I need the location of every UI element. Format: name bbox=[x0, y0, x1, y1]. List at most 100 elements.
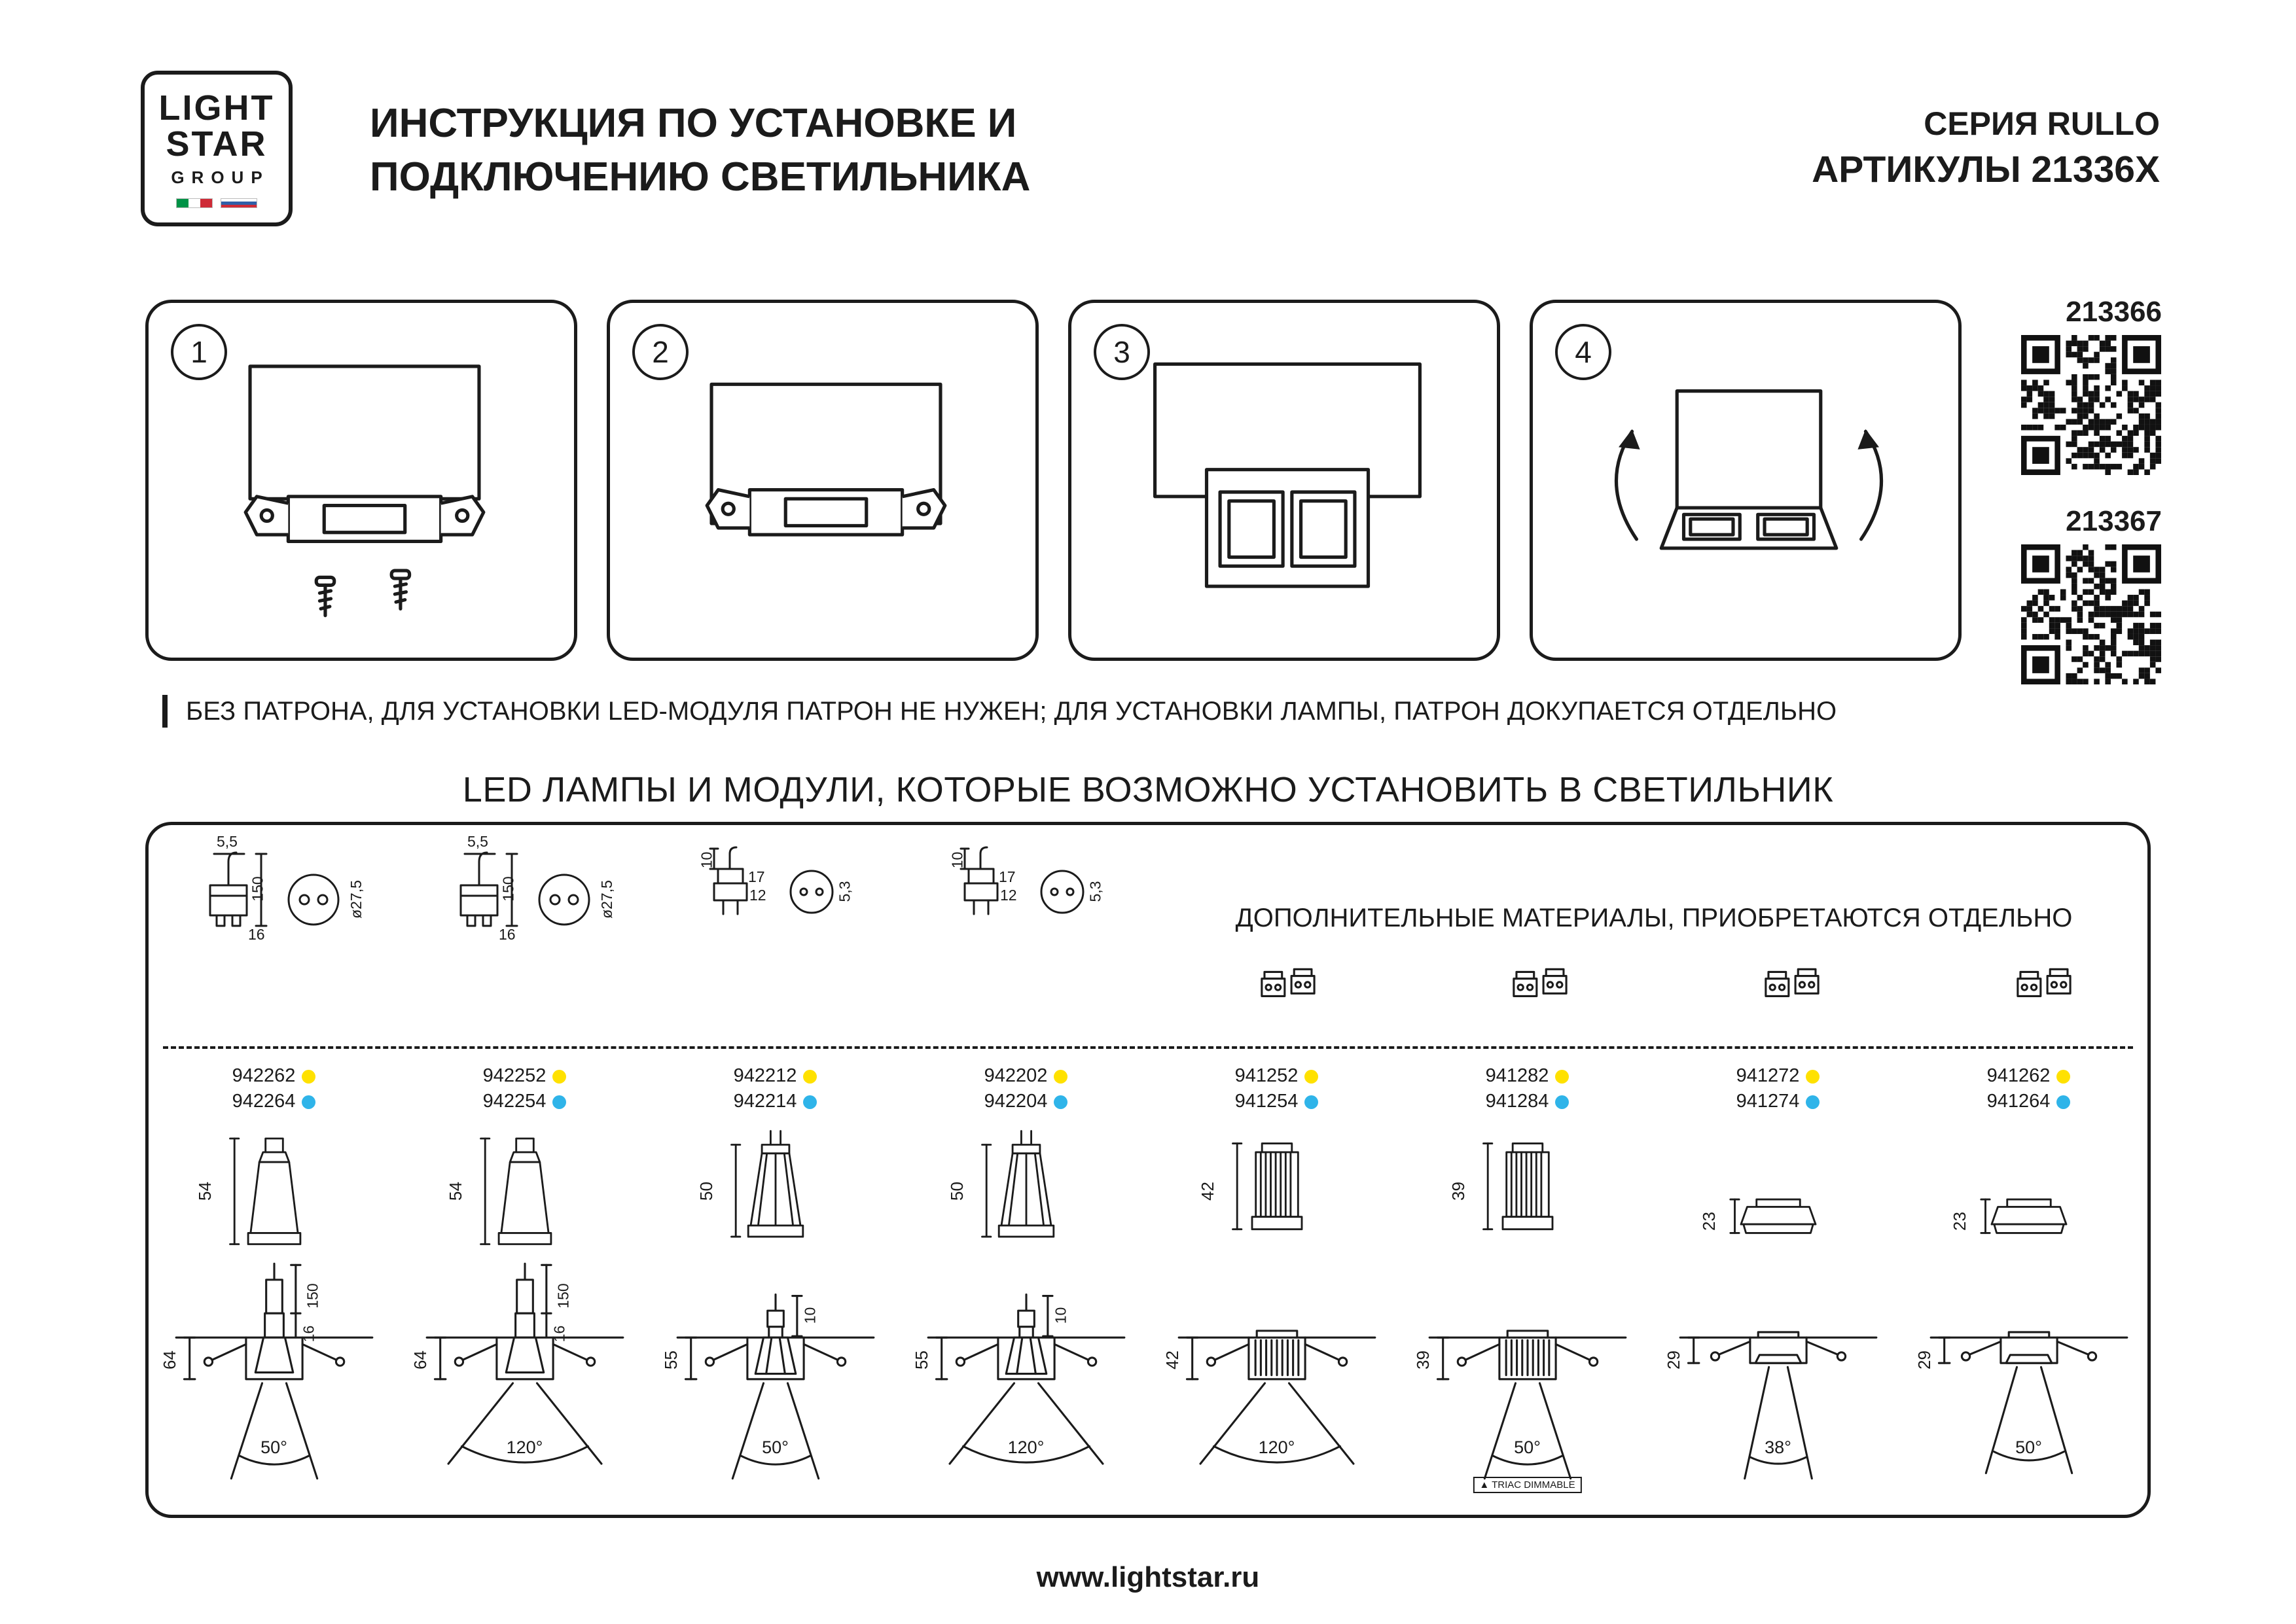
dim-label: ø27,5 bbox=[598, 880, 615, 919]
gu10-lamp-drawing: 54 bbox=[399, 1126, 650, 1257]
article-code: 942212 bbox=[733, 1065, 797, 1086]
triac-dimmable-badge: ▲ TRIAC DIMMABLE bbox=[1473, 1477, 1582, 1493]
terminal-block-icon bbox=[1759, 962, 1827, 1010]
lightstar-logo: LIGHT STAR GROUP bbox=[141, 71, 293, 226]
qr-label-213367: 213367 bbox=[2066, 505, 2162, 537]
series-name: СЕРИЯ RULLO bbox=[1924, 105, 2160, 142]
lamp-height-dim: 54 bbox=[445, 1182, 465, 1201]
install-height-dim: 55 bbox=[911, 1350, 931, 1369]
articles-title: АРТИКУЛЫ 21336X bbox=[1812, 149, 2160, 190]
mr16-lamp-drawing: 50 bbox=[650, 1126, 901, 1257]
article-code: 942204 bbox=[984, 1091, 1048, 1112]
step-drawing-bracket-fixed bbox=[643, 346, 1009, 638]
article-codes: 942262 942264 bbox=[149, 1055, 399, 1126]
article-codes: 942252 942254 bbox=[399, 1055, 650, 1126]
terminal-block-icon bbox=[1255, 962, 1323, 1010]
led-module-drawing: 42 bbox=[1151, 1126, 1402, 1257]
triac-dimmable-text: TRIAC DIMMABLE bbox=[1492, 1479, 1575, 1491]
dim-label: 12 bbox=[749, 887, 766, 904]
installation-drawing: 55 10 50° bbox=[650, 1257, 901, 1519]
article-code: 942252 bbox=[482, 1065, 547, 1086]
website-url: www.lightstar.ru bbox=[1036, 1561, 1260, 1593]
lamp-column-941262: 941262 941264 23 29 50° bbox=[1903, 1055, 2154, 1513]
logo-text-star: STAR bbox=[166, 124, 268, 164]
dim-label: 17 bbox=[999, 868, 1016, 885]
page-title-line1: ИНСТРУКЦИЯ ПО УСТАНОВКЕ И bbox=[370, 101, 1017, 146]
mr16-socket-drawing: 10 17 12 5,3 bbox=[684, 839, 867, 1010]
article-code: 941264 bbox=[1986, 1091, 2051, 1112]
series-header: СЕРИЯ RULLO АРТИКУЛЫ 21336X bbox=[1812, 105, 2160, 191]
install-height-dim: 29 bbox=[1914, 1350, 1934, 1369]
installation-drawing: 55 10 120° bbox=[901, 1257, 1151, 1519]
terminal-block-icon bbox=[2011, 962, 2079, 1010]
lamp-height-dim: 54 bbox=[194, 1182, 215, 1201]
gu10-lamp-drawing: 54 bbox=[149, 1126, 399, 1257]
lamp-column-942252: 942252 942254 54 64 150 16 120° bbox=[399, 1055, 650, 1513]
dim-label: 10 bbox=[698, 851, 715, 869]
dim-label: 17 bbox=[748, 868, 765, 885]
stem-dim: 150 bbox=[554, 1283, 572, 1309]
beam-angle-label: 50° bbox=[1514, 1438, 1541, 1457]
slim-module-drawing: 23 bbox=[1653, 1126, 1903, 1257]
color-dot-blue bbox=[552, 1095, 567, 1109]
lamp-column-942262: 942262 942264 54 64 150 16 50° bbox=[149, 1055, 399, 1513]
lamp-height-dim: 23 bbox=[1698, 1212, 1719, 1231]
mr16-lamp-drawing: 50 bbox=[901, 1126, 1151, 1257]
dim-label: 5,3 bbox=[1086, 881, 1104, 902]
qr-label-213366: 213366 bbox=[2066, 296, 2162, 328]
beam-angle-label: 50° bbox=[762, 1438, 789, 1457]
lamp-height-dim: 23 bbox=[1949, 1212, 1969, 1231]
step-drawing-mounting-bracket bbox=[181, 346, 548, 638]
logo-flags bbox=[145, 198, 289, 209]
install-height-dim: 64 bbox=[410, 1350, 430, 1369]
article-code: 942262 bbox=[232, 1065, 296, 1086]
article-code: 941282 bbox=[1485, 1065, 1549, 1086]
led-module-drawing: 39 bbox=[1402, 1126, 1653, 1257]
color-dot-blue bbox=[1555, 1095, 1570, 1109]
article-code: 942202 bbox=[984, 1065, 1048, 1086]
page-title: ИНСТРУКЦИЯ ПО УСТАНОВКЕ И ПОДКЛЮЧЕНИЮ СВ… bbox=[370, 97, 1030, 204]
italy-flag-icon bbox=[176, 198, 213, 209]
logo-text-light: LIGHT bbox=[158, 88, 275, 128]
article-codes: 942202 942204 bbox=[901, 1055, 1151, 1126]
install-height-dim: 55 bbox=[660, 1350, 681, 1369]
lamp-height-dim: 42 bbox=[1197, 1182, 1217, 1201]
dim-label: ø27,5 bbox=[347, 880, 365, 919]
dim-label: 5,5 bbox=[217, 833, 238, 850]
color-dot-blue bbox=[1054, 1095, 1068, 1109]
article-code: 941272 bbox=[1736, 1065, 1800, 1086]
color-dot-blue bbox=[302, 1095, 316, 1109]
lamp-column-941282: 941282 941284 39 39 50° ▲ TRIAC DIMMABLE bbox=[1402, 1055, 1653, 1513]
installation-drawing: 64 150 16 50° bbox=[149, 1257, 399, 1519]
color-dot-yellow bbox=[552, 1070, 567, 1084]
color-dot-yellow bbox=[1555, 1070, 1570, 1084]
dim-label: 12 bbox=[1000, 887, 1017, 904]
color-dot-yellow bbox=[1304, 1070, 1319, 1084]
slim-module-drawing: 23 bbox=[1903, 1126, 2154, 1257]
dim-label: 10 bbox=[948, 851, 966, 869]
article-code: 942254 bbox=[482, 1091, 547, 1112]
beam-angle-label: 120° bbox=[1007, 1438, 1045, 1457]
lamp-column-941252: 941252 941254 42 42 120° bbox=[1151, 1055, 1402, 1513]
step-number-3: 3 bbox=[1094, 324, 1150, 380]
step-number-2: 2 bbox=[632, 324, 689, 380]
article-codes: 942212 942214 bbox=[650, 1055, 901, 1126]
step-number-1: 1 bbox=[171, 324, 227, 380]
lamp-column-942212: 942212 942214 50 55 10 50° bbox=[650, 1055, 901, 1513]
install-height-dim: 29 bbox=[1663, 1350, 1683, 1369]
lamp-height-dim: 50 bbox=[696, 1182, 716, 1201]
article-code: 942214 bbox=[733, 1091, 797, 1112]
article-codes: 941272 941274 bbox=[1653, 1055, 1903, 1126]
beam-angle-label: 50° bbox=[2015, 1438, 2042, 1457]
lamp-height-dim: 50 bbox=[946, 1182, 967, 1201]
dim-label: 150 bbox=[499, 876, 517, 902]
lamp-column-941272: 941272 941274 23 29 38° bbox=[1653, 1055, 1903, 1513]
installation-drawing: 42 120° bbox=[1151, 1257, 1402, 1519]
beam-angle-label: 120° bbox=[1258, 1438, 1295, 1457]
install-height-dim: 42 bbox=[1162, 1350, 1182, 1369]
dim-label: 16 bbox=[499, 926, 516, 943]
lamp-height-dim: 39 bbox=[1448, 1182, 1468, 1201]
article-codes: 941262 941264 bbox=[1903, 1055, 2154, 1126]
install-height-dim: 39 bbox=[1412, 1350, 1433, 1369]
